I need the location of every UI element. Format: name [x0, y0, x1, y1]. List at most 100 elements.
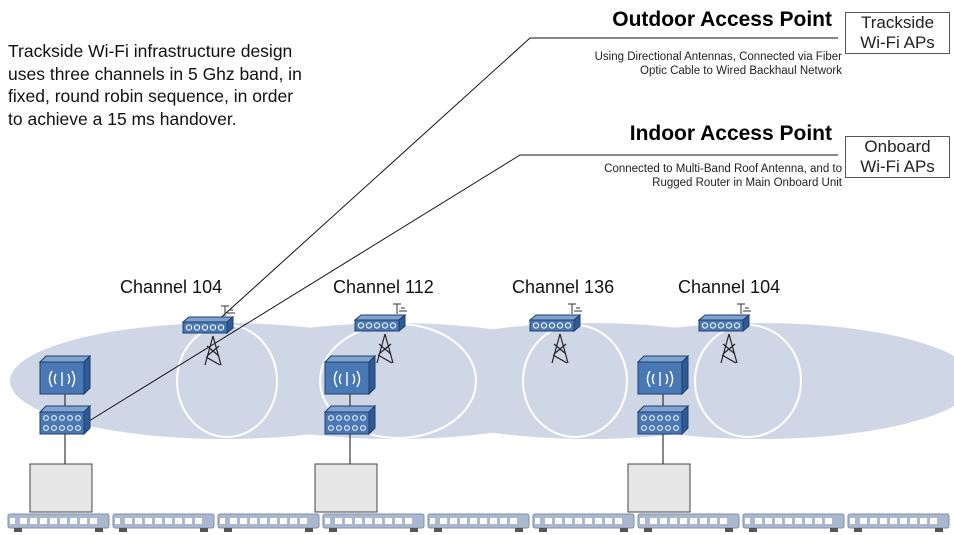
- train-window: [565, 518, 572, 524]
- train-car-body: [847, 513, 950, 529]
- train-window: [825, 518, 832, 524]
- channel-label-1: Channel 104: [120, 277, 223, 297]
- train-window: [460, 518, 467, 524]
- wireless-icon: [333, 370, 361, 388]
- train-window: [585, 518, 592, 524]
- train-window: [930, 518, 937, 524]
- router-icon: [324, 411, 370, 435]
- router-port: [360, 415, 366, 421]
- train-window: [860, 518, 867, 524]
- trackside-ap-3: [528, 303, 582, 364]
- train-window: [40, 518, 47, 524]
- train-window: [135, 518, 142, 524]
- train-window: [680, 518, 687, 524]
- train-bogie: [644, 528, 652, 532]
- router-port: [328, 425, 334, 431]
- train-bogie: [305, 528, 313, 532]
- train-window: [290, 518, 297, 524]
- train-door: [10, 518, 15, 524]
- access-point-icon: [354, 319, 400, 332]
- train-window: [70, 518, 77, 524]
- train-window: [510, 518, 517, 524]
- train-door: [430, 518, 435, 524]
- ap-cube-top: [636, 355, 690, 363]
- access-point-icon: [529, 319, 575, 332]
- callout-lines: [67, 37, 838, 435]
- port-dot: [733, 322, 741, 329]
- train-window: [755, 518, 762, 524]
- port-dot: [709, 322, 717, 329]
- train-car: [742, 513, 845, 532]
- ap-top-face: [181, 316, 235, 323]
- onboard-tag-line1: Onboard: [864, 137, 931, 156]
- train-window: [165, 518, 172, 524]
- tower-icon: [204, 335, 222, 366]
- train-window: [615, 518, 622, 524]
- train-car: [532, 513, 635, 532]
- train-window: [125, 518, 132, 524]
- port-dot: [373, 322, 381, 329]
- train-window: [60, 518, 67, 524]
- train-door: [535, 518, 540, 524]
- train-window: [250, 518, 257, 524]
- port-dot: [389, 322, 397, 329]
- onboard-unit-box: [627, 463, 691, 513]
- router-port: [344, 415, 350, 421]
- wireless-icon: [48, 370, 76, 388]
- ap-cube-side: [681, 354, 689, 396]
- train-window: [870, 518, 877, 524]
- train-bogie: [854, 528, 862, 532]
- router-port: [352, 415, 358, 421]
- router-top: [323, 405, 377, 413]
- train-window: [185, 518, 192, 524]
- router-port: [328, 415, 334, 421]
- train-window: [805, 518, 812, 524]
- port-dot: [365, 322, 373, 329]
- ap-cube-top: [38, 355, 92, 363]
- train-car-body: [742, 513, 845, 529]
- router-icon: [39, 411, 85, 435]
- train-window: [775, 518, 782, 524]
- train-window: [355, 518, 362, 524]
- train-car: [322, 513, 425, 532]
- port-dot: [381, 322, 389, 329]
- train-car-body: [217, 513, 320, 529]
- onboard-stack-2: [314, 354, 378, 513]
- train-window: [490, 518, 497, 524]
- train-door: [115, 518, 120, 524]
- port-dot: [701, 322, 709, 329]
- router-top: [38, 405, 92, 413]
- train-window: [700, 518, 707, 524]
- train-window: [405, 518, 412, 524]
- ap-top-face: [528, 314, 582, 321]
- train-window: [710, 518, 717, 524]
- train-window: [555, 518, 562, 524]
- port-dot: [564, 322, 572, 329]
- train-window: [300, 518, 307, 524]
- access-point-icon: [182, 321, 228, 334]
- train-window: [30, 518, 37, 524]
- port-dot: [217, 324, 225, 331]
- onboard-tag-line2: Wi-Fi APs: [860, 157, 935, 176]
- port-dot: [532, 322, 540, 329]
- train-window: [890, 518, 897, 524]
- train-window: [795, 518, 802, 524]
- train-window: [575, 518, 582, 524]
- indoor-callout-line: [67, 154, 838, 435]
- router-port: [59, 425, 65, 431]
- router-port: [59, 415, 65, 421]
- outdoor-callout-line: [204, 37, 838, 333]
- train-window: [280, 518, 287, 524]
- train-window: [500, 518, 507, 524]
- train-car-body: [112, 513, 215, 529]
- train-window: [440, 518, 447, 524]
- train-window: [880, 518, 887, 524]
- wireless-icon: [646, 370, 674, 388]
- train-bogie: [725, 528, 733, 532]
- router-port: [336, 425, 342, 431]
- port-dot: [357, 322, 365, 329]
- train-window: [175, 518, 182, 524]
- train-bogie: [410, 528, 418, 532]
- train-window: [90, 518, 97, 524]
- train-window: [385, 518, 392, 524]
